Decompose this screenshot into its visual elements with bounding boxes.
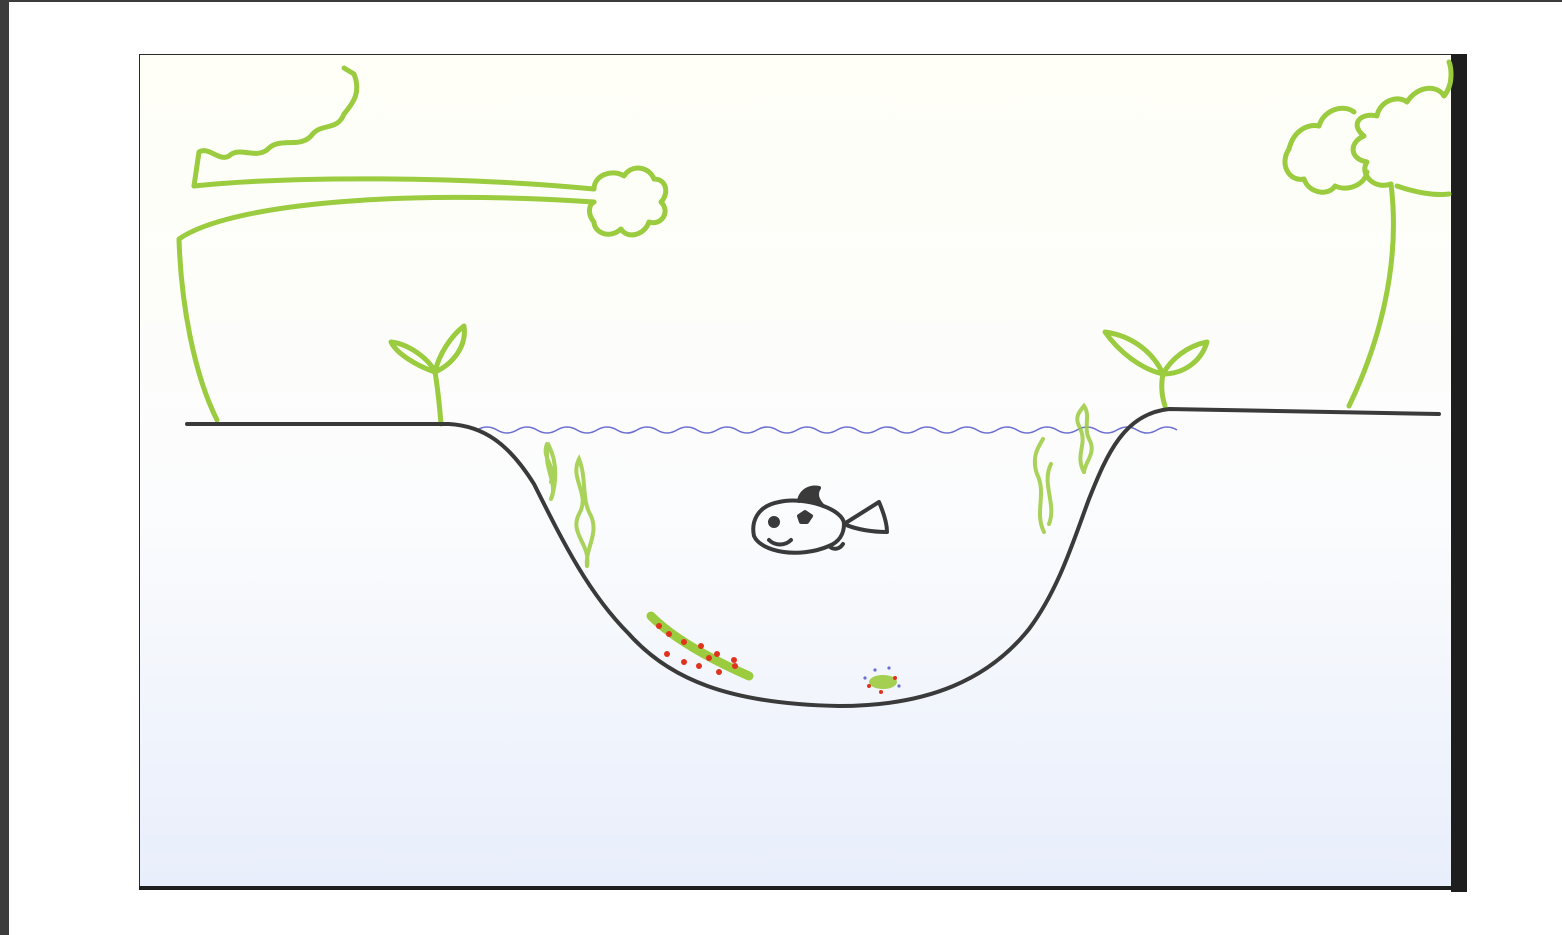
pond-cross-section-drawing: [139, 54, 1467, 892]
paper-right-edge-shadow: [1451, 54, 1467, 892]
drawing-card: [139, 54, 1467, 892]
